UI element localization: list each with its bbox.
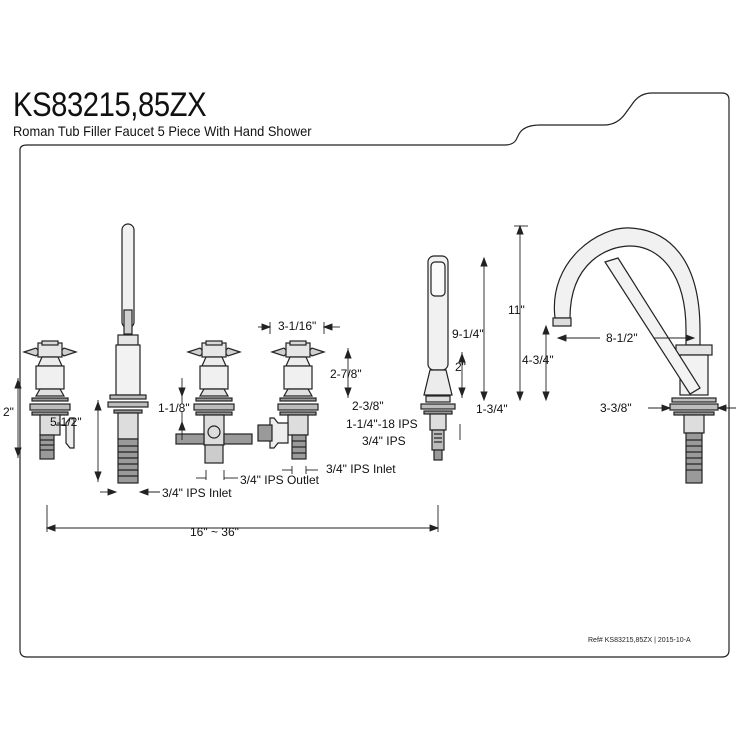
dim-shower-height: 9-1/4"	[452, 327, 484, 341]
dim-handle-height: 2-7/8"	[330, 367, 362, 381]
dim-spout-height: 5-1/2"	[50, 415, 82, 429]
diverter-valve	[175, 340, 253, 464]
frame-outline	[19, 92, 730, 658]
dim-right-inlet: 3/4" IPS Inlet	[326, 462, 396, 476]
dim-handle-width: 3-1/16"	[278, 319, 316, 333]
product-subtitle: Roman Tub Filler Faucet 5 Piece With Han…	[13, 123, 312, 139]
product-title: KS83215,85ZX	[13, 86, 207, 124]
dim-flange-dia: 2-3/8"	[352, 399, 384, 413]
dim-spout-lower: 4-3/4"	[522, 353, 554, 367]
dim-shower-base: 2"	[455, 360, 466, 374]
left-handle-valve	[22, 340, 78, 460]
dim-spout-reach: 8-1/2"	[606, 331, 638, 345]
reference-code: Ref# KS83215,85ZX | 2015-10-A	[588, 637, 691, 644]
dim-spout-base-dia: 3-3/8"	[600, 401, 632, 415]
dim-handle-left-height: 2"	[3, 405, 14, 419]
dimension-lines	[14, 224, 736, 532]
dim-overall-width: 16" ~ 36"	[190, 525, 239, 539]
dim-valve-height: 1-1/8"	[158, 401, 190, 415]
hand-shower	[420, 255, 456, 461]
tall-spout	[107, 223, 149, 484]
dim-thread-ips: 3/4" IPS	[362, 434, 406, 448]
dim-shower-dia: 1-3/4"	[476, 402, 508, 416]
dimension-labels: 2" 5-1/2" 3/4" IPS Inlet 16" ~ 36" 1-1/8…	[3, 303, 638, 539]
parts	[22, 223, 719, 484]
dim-valve-outlet: 3/4" IPS Outlet	[240, 473, 320, 487]
gooseneck-spout	[552, 227, 719, 484]
dim-thread-size: 1-1/4"-18 IPS	[346, 417, 418, 431]
dim-spout-inlet: 3/4" IPS Inlet	[162, 486, 232, 500]
right-handle-valve	[257, 340, 326, 460]
dim-spout-total: 11"	[508, 303, 525, 317]
